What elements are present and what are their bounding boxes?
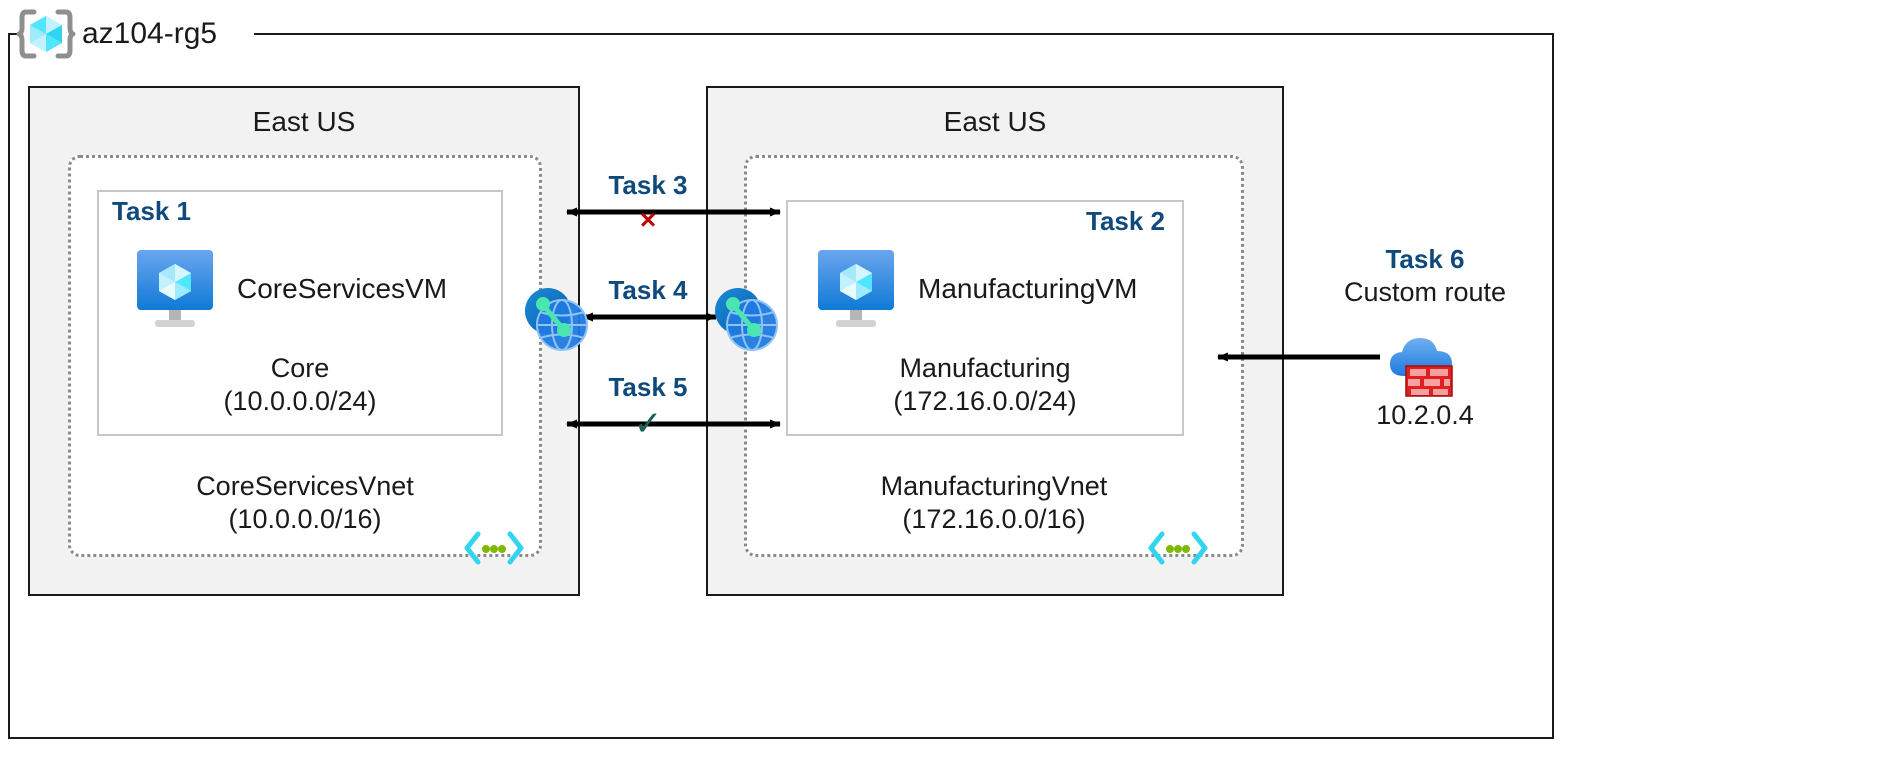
resource-group-cube-icon [16,9,76,59]
azure-firewall-icon [1390,338,1453,397]
task6-title: Task 6 [1385,244,1465,274]
vnet-cidr-manufacturing: (172.16.0.0/16) [902,503,1086,534]
vm-manufacturing: ManufacturingVM [812,250,1137,328]
vnet-cidr-core: (10.0.0.0/16) [228,503,382,534]
subnet-cidr-core: (10.0.0.0/24) [223,385,377,416]
subnet-box-core [97,190,503,436]
vnet-peering-icon [715,288,778,351]
subnet-name-manufacturing: Manufacturing [899,353,1071,383]
subnet-name-core: Core [270,353,330,383]
vnet-info-manufacturing: ManufacturingVnet (172.16.0.0/16) [744,470,1244,536]
center-task-4-label: Task 4 [608,275,688,305]
subnet-cidr-manufacturing: (172.16.0.0/24) [893,385,1077,416]
region-title-left: East US [252,106,356,137]
virtual-machine-icon [818,250,894,327]
center-task-3-label: Task 3 [608,170,688,200]
subnet-info-core: Core (10.0.0.0/24) [97,352,503,418]
vm-name-core: CoreServicesVM [237,273,448,304]
task5-check-icon: ✓ [633,405,663,443]
resource-group-badge: az104-rg5 [16,8,218,60]
center-task-5-label: Task 5 [608,372,688,402]
vm-core: CoreServicesVM [131,250,447,328]
region-title-right: East US [943,106,1047,137]
custom-route-ip: 10.2.0.4 [1376,400,1474,430]
subnet-code-icon [1148,531,1208,565]
resource-group-name: az104-rg5 [82,17,218,50]
task6-subtitle: Custom route [1343,276,1507,307]
task-tag-2: Task 2 [1086,206,1166,236]
virtual-machine-icon [137,250,213,327]
vnet-name-core: CoreServicesVnet [196,471,414,501]
task3-cross-icon: × [639,204,657,235]
subnet-info-manufacturing: Manufacturing (172.16.0.0/24) [786,352,1184,418]
task-tag-1: Task 1 [112,196,192,226]
vnet-peering-icon [525,288,588,351]
vnet-name-manufacturing: ManufacturingVnet [880,471,1108,501]
vnet-info-core: CoreServicesVnet (10.0.0.0/16) [68,470,542,536]
vm-name-manufacturing: ManufacturingVM [918,273,1138,304]
subnet-code-icon [464,531,524,565]
custom-route-block: Task 6 Custom route [1300,243,1550,309]
